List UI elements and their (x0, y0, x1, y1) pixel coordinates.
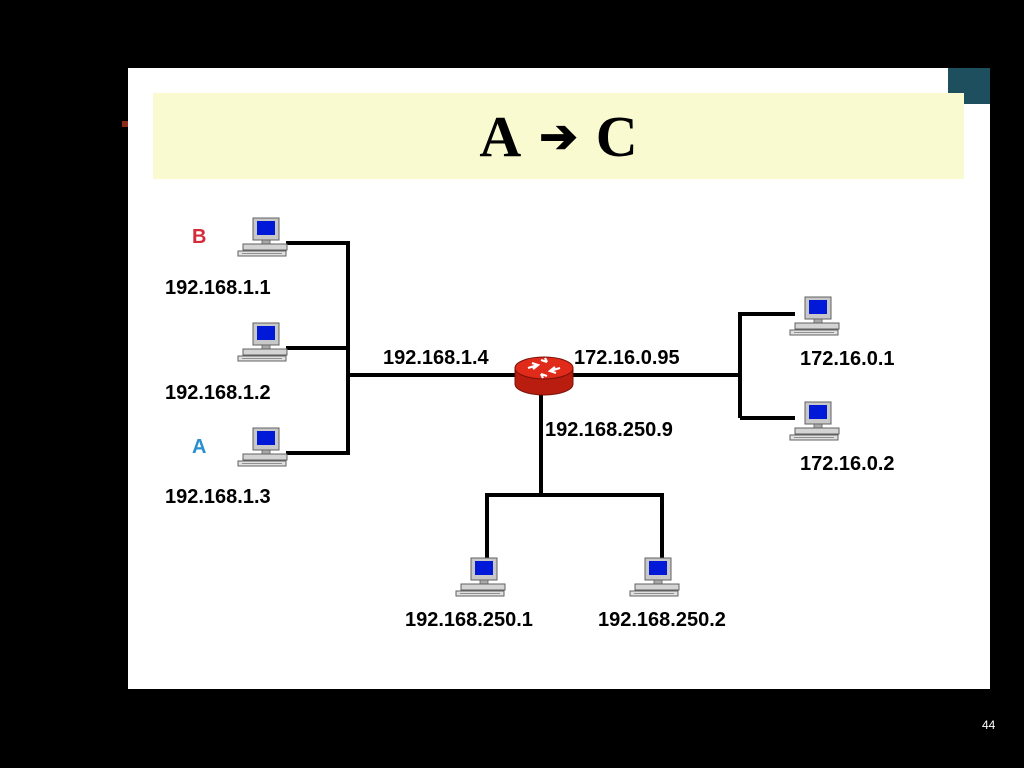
page-number: 44 (982, 718, 996, 732)
computer-icon-r2 (789, 401, 840, 441)
title-source: A (479, 103, 522, 169)
ip-host-bottom2: 192.168.250.2 (598, 609, 726, 631)
title-destination: C (595, 103, 638, 169)
bullet-mark (122, 121, 128, 127)
bottom-lan-links (485, 393, 664, 560)
ip-router-right: 172.16.0.95 (574, 347, 680, 369)
computer-icon-r1 (789, 296, 840, 336)
ip-host-r1: 172.16.0.1 (800, 348, 895, 370)
computer-icon-bottom2 (629, 557, 680, 597)
ip-host-pc2: 192.168.1.2 (165, 382, 271, 404)
computer-icon-bottom1 (455, 557, 506, 597)
right-lan-links (572, 312, 795, 420)
computer-icon-pc2 (237, 322, 288, 362)
router-icon (514, 356, 574, 396)
ip-router-left: 192.168.1.4 (383, 347, 490, 369)
ip-host-bottom1: 192.168.250.1 (405, 609, 533, 631)
ip-router-bottom: 192.168.250.9 (545, 419, 673, 441)
slide-title: A ➔ C (153, 93, 964, 179)
ip-host-b: 192.168.1.1 (165, 277, 271, 299)
computer-icon-b (237, 217, 288, 257)
arrow-right-icon: ➔ (539, 111, 578, 162)
computer-icon-a (237, 427, 288, 467)
host-label-a: A (192, 436, 206, 458)
ip-host-r2: 172.16.0.2 (800, 453, 895, 475)
left-lan-links (286, 241, 516, 455)
host-label-b: B (192, 226, 206, 248)
ip-host-a: 192.168.1.3 (165, 486, 271, 508)
